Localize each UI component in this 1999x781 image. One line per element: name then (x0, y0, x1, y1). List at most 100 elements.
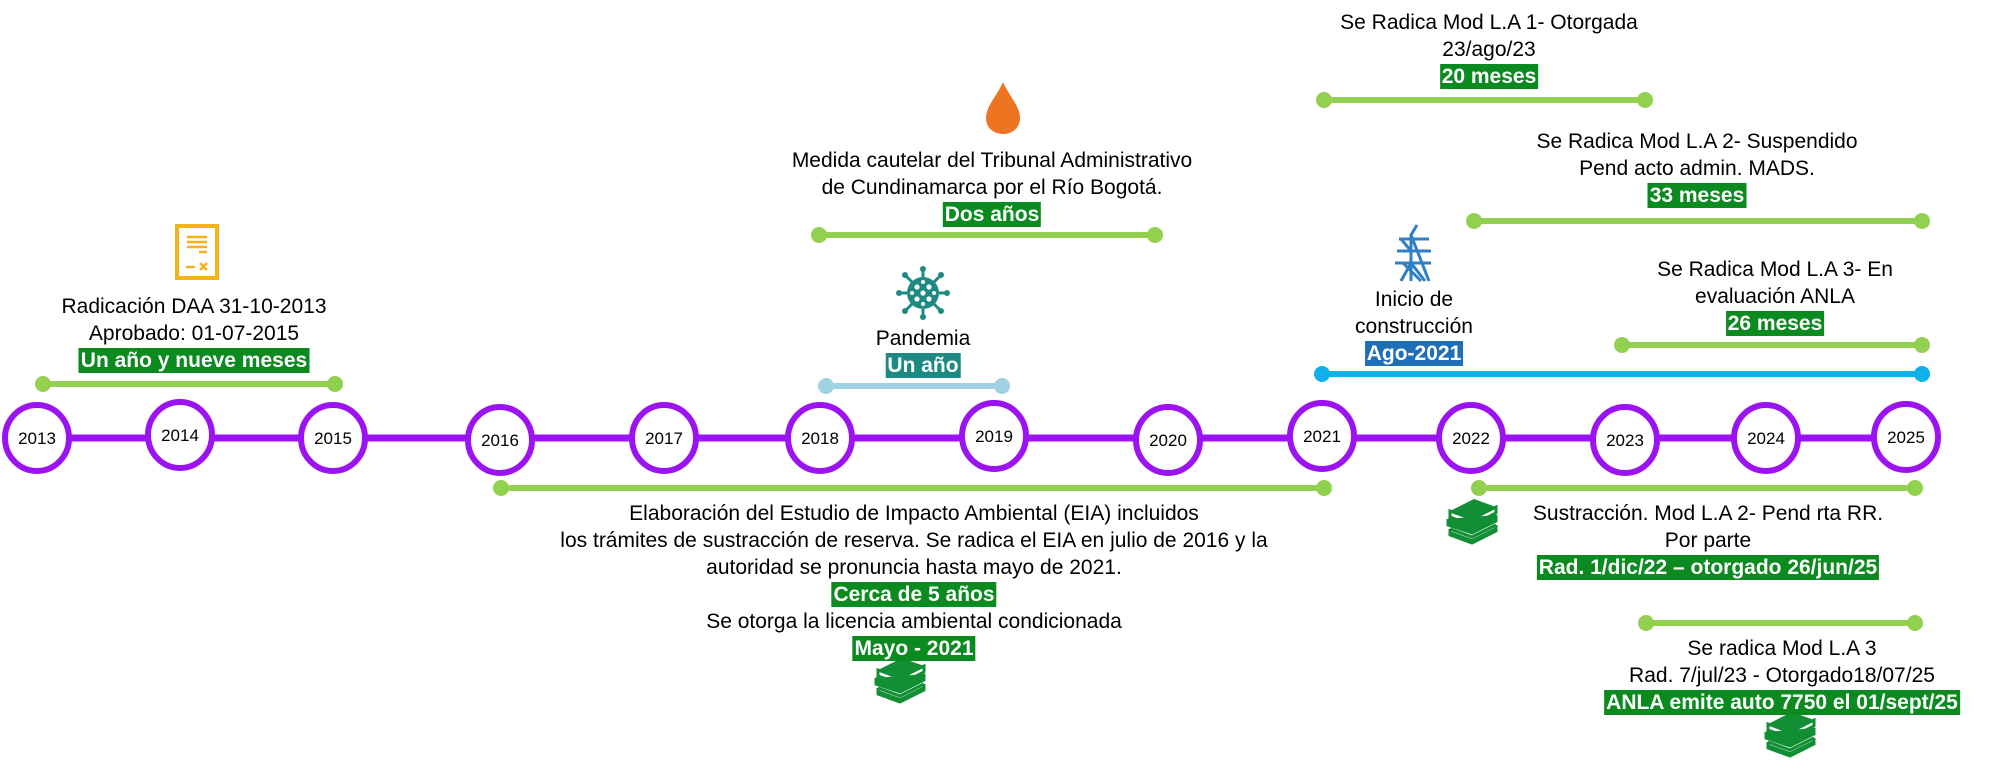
year-circle (1871, 401, 1941, 473)
event-sustraccion-line-2: Por parte (1664, 529, 1752, 552)
event-daa-duration-badge: Un año y nueve meses (78, 348, 310, 373)
event-medida-line-1: Medida cautelar del Tribunal Administrat… (791, 149, 1193, 172)
event-eia-duration-badge: Cerca de 5 años (831, 582, 997, 607)
year-circle (145, 399, 215, 471)
year-node-2022: 2022 (1436, 402, 1506, 474)
event-medida-duration-badge: Dos años (942, 202, 1042, 227)
year-node-2020: 2020 (1133, 404, 1203, 476)
event-construccion-line-1: Inicio de (1374, 288, 1454, 311)
year-node-2013: 2013 (2, 402, 72, 474)
year-label: 2022 (1452, 429, 1490, 448)
span-mod-la-1 (1316, 92, 1653, 108)
event-mod-la-1: Se Radica Mod L.A 1- Otorgada 23/ago/23 … (1340, 9, 1638, 90)
year-circle (465, 404, 535, 476)
document-icon (175, 224, 219, 280)
span-mod-la-3 (1638, 615, 1923, 631)
year-label: 2023 (1606, 431, 1644, 450)
year-circle (1731, 402, 1801, 474)
event-mod-la-3-eval-line-2: evaluación ANLA (1695, 285, 1855, 308)
year-circle (1287, 400, 1357, 472)
event-medida-line-2: de Cundinamarca por el Río Bogotá. (821, 176, 1163, 199)
event-construccion-date-badge: Ago-2021 (1364, 341, 1464, 366)
year-label: 2017 (645, 429, 683, 448)
event-mod-la-2: Se Radica Mod L.A 2- Suspendido Pend act… (1536, 128, 1858, 209)
event-mod-la-2-duration-badge: 33 meses (1647, 183, 1747, 208)
year-circle (629, 402, 699, 474)
year-label: 2024 (1747, 429, 1785, 448)
books-icon (1764, 712, 1816, 758)
year-node-2016: 2016 (465, 404, 535, 476)
year-circle (785, 402, 855, 474)
year-label: 2025 (1887, 428, 1925, 447)
span-medida-cautelar (811, 227, 1163, 243)
year-node-2015: 2015 (298, 402, 368, 474)
event-mod-la-3-eval: Se Radica Mod L.A 3- En evaluación ANLA … (1657, 256, 1893, 337)
event-mod-la-3-eval-duration-badge: 26 meses (1725, 311, 1825, 336)
year-label: 2016 (481, 431, 519, 450)
year-circle (1590, 404, 1660, 476)
event-construccion: Inicio de construcción Ago-2021 (1355, 286, 1473, 367)
year-label: 2013 (18, 429, 56, 448)
span-daa (35, 376, 343, 392)
books-icon (1446, 499, 1498, 545)
year-label: 2018 (801, 429, 839, 448)
event-pandemia: Pandemia Un año (875, 325, 971, 379)
event-mod-la-3-auto-badge: ANLA emite auto 7750 el 01/sept/25 (1604, 690, 1960, 715)
event-eia-line-1: Elaboración del Estudio de Impacto Ambie… (629, 502, 1199, 525)
span-mod-la-3-eval (1614, 337, 1930, 353)
event-daa: Radicación DAA 31-10-2013 Aprobado: 01-0… (61, 293, 327, 374)
year-label: 2020 (1149, 431, 1187, 450)
span-eia (493, 480, 1332, 496)
event-mod-la-2-line-2: Pend acto admin. MADS. (1579, 157, 1815, 180)
year-label: 2021 (1303, 427, 1341, 446)
power-tower-icon (1395, 224, 1431, 283)
year-circle (959, 400, 1029, 472)
span-mod-la-2 (1466, 213, 1930, 229)
year-circle (298, 402, 368, 474)
event-mod-la-3-line-2: Rad. 7/jul/23 - Otorgado18/07/25 (1629, 664, 1935, 687)
event-eia-date-badge: Mayo - 2021 (852, 636, 976, 661)
event-mod-la-3: Se radica Mod L.A 3 Rad. 7/jul/23 - Otor… (1604, 635, 1960, 716)
event-mod-la-2-line-1: Se Radica Mod L.A 2- Suspendido (1536, 130, 1858, 153)
books-icon (874, 658, 926, 704)
event-mod-la-1-line-2: 23/ago/23 (1442, 38, 1536, 61)
year-label: 2015 (314, 429, 352, 448)
virus-icon (896, 266, 950, 320)
year-node-2023: 2023 (1590, 404, 1660, 476)
year-node-2017: 2017 (629, 402, 699, 474)
span-sustraccion (1471, 480, 1923, 496)
year-node-2014: 2014 (145, 399, 215, 471)
year-label: 2019 (975, 427, 1013, 446)
year-node-2025: 2025 (1871, 401, 1941, 473)
event-daa-line-1: Radicación DAA 31-10-2013 (61, 295, 327, 318)
year-node-2018: 2018 (785, 402, 855, 474)
event-eia-line-3: autoridad se pronuncia hasta mayo de 202… (706, 556, 1122, 579)
event-sustraccion: Sustracción. Mod L.A 2- Pend rta RR. Por… (1533, 500, 1883, 581)
event-eia-licencia-text: Se otorga la licencia ambiental condicio… (706, 610, 1122, 633)
event-eia: Elaboración del Estudio de Impacto Ambie… (560, 500, 1268, 662)
event-sustraccion-dates-badge: Rad. 1/dic/22 – otorgado 26/jun/25 (1536, 555, 1880, 580)
event-mod-la-1-duration-badge: 20 meses (1439, 64, 1539, 89)
water-drop-icon (986, 82, 1020, 134)
event-pandemia-line-1: Pandemia (875, 327, 971, 350)
event-pandemia-duration-badge: Un año (885, 353, 961, 378)
event-mod-la-3-line-1: Se radica Mod L.A 3 (1687, 637, 1877, 660)
year-node-2021: 2021 (1287, 400, 1357, 472)
span-pandemia (818, 378, 1010, 394)
year-node-2024: 2024 (1731, 402, 1801, 474)
event-construccion-line-2: construcción (1355, 315, 1473, 338)
year-node-2019: 2019 (959, 400, 1029, 472)
year-nodes: 2013 2014 2015 2016 2017 2018 2019 2020 2021 2022… (2, 399, 1941, 476)
event-daa-line-2: Aprobado: 01-07-2015 (88, 322, 300, 345)
year-label: 2014 (161, 426, 199, 445)
event-eia-line-2: los trámites de sustracción de reserva. … (560, 529, 1268, 552)
year-circle (2, 402, 72, 474)
event-medida-cautelar: Medida cautelar del Tribunal Administrat… (792, 147, 1192, 228)
span-construccion (1314, 366, 1930, 382)
event-mod-la-3-eval-line-1: Se Radica Mod L.A 3- En (1657, 258, 1893, 281)
year-circle (1133, 404, 1203, 476)
year-circle (1436, 402, 1506, 474)
event-mod-la-1-line-1: Se Radica Mod L.A 1- Otorgada (1340, 11, 1638, 34)
event-sustraccion-line-1: Sustracción. Mod L.A 2- Pend rta RR. (1532, 502, 1884, 525)
